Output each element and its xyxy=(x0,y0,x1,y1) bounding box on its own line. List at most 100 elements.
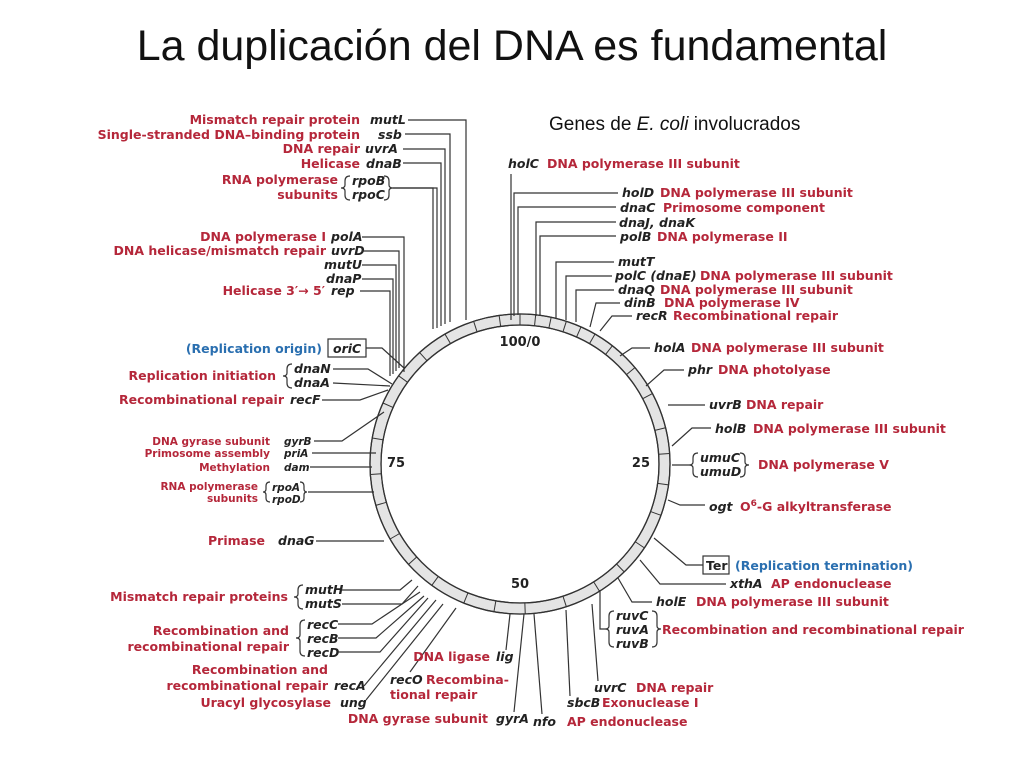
ring-tick xyxy=(642,393,653,400)
gene-ung: Uracyl glycosylase ung xyxy=(200,603,444,710)
ring-tick xyxy=(605,345,613,355)
function-label: RNA polymerase xyxy=(222,172,338,187)
function-label: DNA polymerase III subunit xyxy=(547,156,740,171)
gene-label: gyrA xyxy=(496,711,529,726)
gene-label: recR xyxy=(636,308,668,323)
diagram-subtitle: Genes de E. coli involucrados xyxy=(549,114,800,136)
function-label: Recombinational repair xyxy=(673,308,839,323)
gene-recA: Recombination and recombinational repair… xyxy=(166,599,437,693)
ring-tick xyxy=(589,333,596,344)
gene-label: uvrB xyxy=(709,397,742,412)
function-label: AP endonuclease xyxy=(771,576,891,591)
ring-tick xyxy=(658,453,670,455)
gene-label: mutH xyxy=(305,582,344,597)
subtitle-suffix: involucrados xyxy=(688,114,801,135)
ring-tick xyxy=(463,592,469,604)
gene-gyrB: DNA gyrase subunit gyrB xyxy=(152,411,385,448)
function-label: Primase xyxy=(208,533,265,548)
ring-tick xyxy=(576,326,582,338)
gene-label: dnaQ xyxy=(618,282,655,297)
ring-tick xyxy=(593,581,600,592)
gene-mutHS: Mismatch repair proteins mutH mutS xyxy=(110,579,419,611)
ring-tick xyxy=(372,437,384,441)
gene-recO: recO Recombina- tional repair xyxy=(390,607,509,702)
gene-label: ssb xyxy=(378,127,402,142)
scale-tick-left: 75 xyxy=(387,456,405,471)
function-label: Recombinational repair xyxy=(119,392,285,407)
function-label: DNA polymerase III subunit xyxy=(691,340,884,355)
gene-label: priA xyxy=(283,448,308,460)
function-label: DNA gyrase subunit xyxy=(348,711,488,726)
gene-phr: phr DNA photolyase xyxy=(645,362,831,387)
gene-rep: Helicase 3′→ 5′ rep xyxy=(223,283,391,376)
gene-label: mutT xyxy=(618,254,656,269)
gene-label: holE xyxy=(656,594,687,609)
gene-label: dnaN xyxy=(294,361,331,376)
gene-sbcB: sbcB Exonuclease I xyxy=(565,609,699,710)
gene-holE: holE DNA polymerase III subunit xyxy=(617,577,889,609)
gene-label: umuC xyxy=(700,450,741,465)
gene-uvrC: uvrC DNA repair xyxy=(591,603,714,695)
gene-label: uvrD xyxy=(331,243,365,258)
gene-label: mutU xyxy=(324,257,362,272)
function-label: O xyxy=(740,499,751,514)
function-label: -G alkyltransferase xyxy=(757,499,892,514)
gene-holB: holB DNA polymerase III subunit xyxy=(671,421,946,447)
function-label: Single-stranded DNA–binding protein xyxy=(98,127,360,142)
function-label: Uracyl glycosylase xyxy=(200,695,331,710)
gene-umuCD: umuC umuD DNA polymerase V xyxy=(672,450,889,479)
svg-text:O6-G alkyltransferase: O6-G alkyltransferase xyxy=(740,499,892,514)
gene-nfo: nfo AP endonuclease xyxy=(533,613,687,729)
ring-tick xyxy=(398,375,408,383)
function-label: subunits xyxy=(207,493,258,505)
gene-label: polA xyxy=(330,229,363,244)
gene-label: rpoA xyxy=(272,482,300,494)
gene-lig: DNA ligase lig xyxy=(413,613,514,664)
ring-tick xyxy=(389,533,400,540)
function-label: DNA polymerase III subunit xyxy=(660,282,853,297)
gene-label: ogt xyxy=(709,499,734,514)
gene-label: phr xyxy=(687,362,713,377)
scale-tick-right: 25 xyxy=(632,456,650,471)
function-label: DNA polymerase III subunit xyxy=(700,268,893,283)
gene-label: polC (dnaE) xyxy=(614,268,697,283)
gene-label: uvrA xyxy=(365,141,398,156)
gene-label: mutS xyxy=(305,596,342,611)
gene-label: Ter xyxy=(706,558,728,573)
gene-label: dam xyxy=(284,462,310,474)
gene-label: dnaC xyxy=(620,200,656,215)
function-label: AP endonuclease xyxy=(567,714,687,729)
gene-label: lig xyxy=(496,649,514,664)
gene-ruvCAB: ruvC ruvA ruvB Recombination and recombi… xyxy=(599,590,965,651)
gene-dnaP: dnaP xyxy=(326,271,394,374)
gene-dnaJK: dnaJ, dnaK xyxy=(535,215,696,316)
gene-label: dnaP xyxy=(326,271,361,286)
function-label: DNA repair xyxy=(283,141,361,156)
gene-label: recA xyxy=(334,678,366,693)
gene-dnaC: dnaC Primosome component xyxy=(517,200,825,315)
gene-uvrB: uvrB DNA repair xyxy=(668,397,824,412)
gene-mutU: mutU xyxy=(324,257,397,371)
gene-polB: polB DNA polymerase II xyxy=(539,229,788,316)
gene-label: polB xyxy=(619,229,651,244)
ring-tick xyxy=(616,563,625,573)
function-label: DNA polymerase III subunit xyxy=(696,594,889,609)
gene-label: recC xyxy=(307,617,339,632)
gene-label: holD xyxy=(622,185,654,200)
gene-polC: polC (dnaE) DNA polymerase III subunit xyxy=(565,268,893,320)
gene-dnaG: Primase dnaG xyxy=(208,533,384,548)
gene-label: rep xyxy=(331,283,355,298)
gene-label: umuD xyxy=(700,464,741,479)
gene-label: dinB xyxy=(624,295,656,310)
gene-recF: Recombinational repair recF xyxy=(119,389,389,407)
function-label: Primosome component xyxy=(663,200,825,215)
ring-tick xyxy=(493,600,497,612)
gene-mutT: mutT xyxy=(555,254,656,318)
gene-label: recB xyxy=(307,631,339,646)
gene-recR: recR Recombinational repair xyxy=(599,308,839,332)
gene-label: ung xyxy=(340,695,367,710)
ring-tick xyxy=(562,596,567,607)
function-label: DNA polymerase IV xyxy=(664,295,800,310)
gene-label: holC xyxy=(508,156,540,171)
